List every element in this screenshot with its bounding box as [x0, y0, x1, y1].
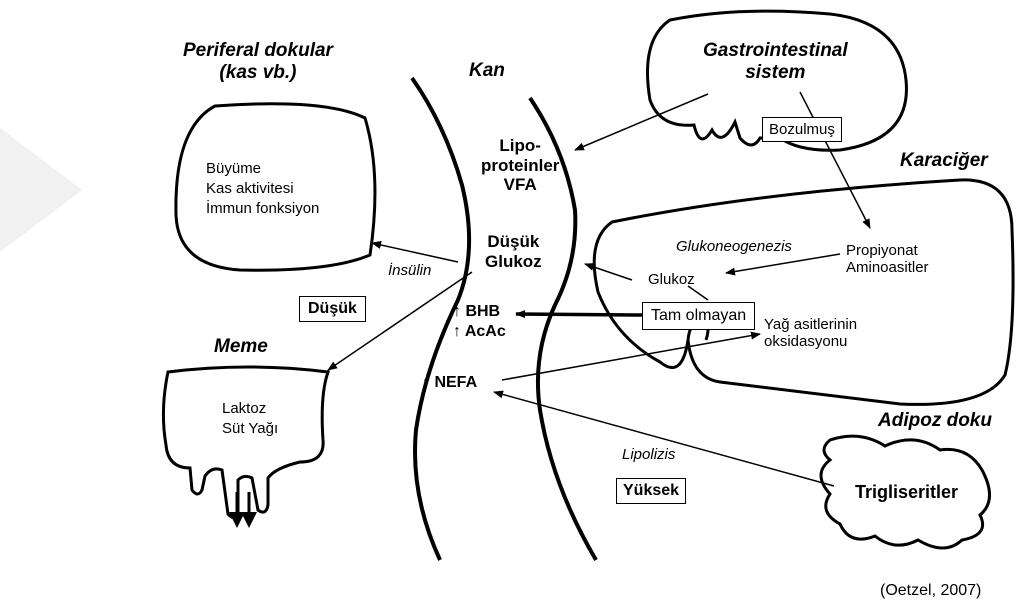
blood-to-peripheral-arrow	[372, 243, 458, 262]
mammary-header: Meme	[214, 336, 268, 358]
gi-to-liver-arrow	[800, 92, 870, 228]
gi-to-blood-arrow	[575, 94, 708, 150]
liver-header: Karaciğer	[900, 150, 988, 172]
mammary-item-milk-fat: Süt Yağı	[222, 420, 278, 437]
peripheral-tissue-header: Periferal dokular (kas vb.)	[183, 40, 333, 84]
liver-gluconeogenesis-label: Glukoneogenezis	[676, 238, 792, 255]
liver-glucose: Glukoz	[648, 271, 695, 288]
mammary-gland-shape	[163, 367, 328, 518]
insulin-label: İnsülin	[388, 262, 431, 279]
blood-header: Kan	[469, 60, 505, 82]
peripheral-item-muscle-activity: Kas aktivitesi	[206, 180, 294, 197]
propiyonat-to-glukoz-arrow	[726, 254, 840, 273]
blood-bhb: ↑ BHB	[453, 303, 500, 321]
liver-propionate-aminoacids: Propiyonat Aminoasitler	[846, 242, 929, 277]
impaired-box: Bozulmuş	[762, 117, 842, 142]
blood-low-glucose: Düşük Glukoz	[485, 232, 542, 271]
mammary-item-lactose: Laktoz	[222, 400, 266, 417]
tam-olmayan-to-bhb-arrow	[516, 314, 642, 315]
lipolysis-label: Lipolizis	[622, 446, 675, 463]
blood-acac: ↑ AcAc	[453, 323, 506, 341]
triglycerides-label: Trigliseritler	[855, 482, 958, 503]
adipose-header: Adipoz doku	[878, 410, 992, 432]
incomplete-box: Tam olmayan	[642, 302, 755, 330]
peripheral-item-growth: Büyüme	[206, 160, 261, 177]
high-box: Yüksek	[616, 478, 686, 504]
liver-shape	[594, 180, 1013, 405]
gi-system-header: Gastrointestinal sistem	[703, 40, 848, 84]
low-box: Düşük	[299, 296, 366, 322]
blood-lipoproteins-vfa: Lipo- proteinler VFA	[481, 136, 559, 195]
peripheral-item-immune-function: İmmun fonksiyon	[206, 200, 319, 217]
citation: (Oetzel, 2007)	[880, 582, 981, 600]
glukoz-to-blood-arrow	[585, 264, 632, 280]
liver-fatty-acid-oxidation: Yağ asitlerinin oksidasyonu	[764, 316, 857, 351]
blood-nefa: ↑ NEFA	[422, 374, 477, 392]
